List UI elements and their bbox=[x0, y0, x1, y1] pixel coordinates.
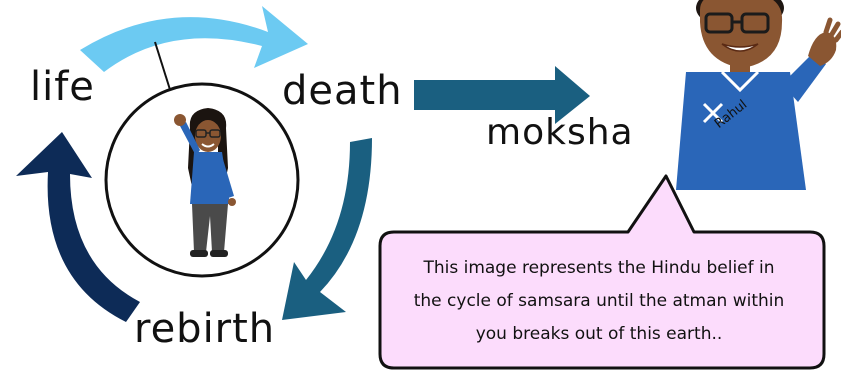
pendulum-line bbox=[155, 42, 172, 96]
speech-bubble-text: This image represents the Hindu belief i… bbox=[384, 252, 814, 351]
speech-line-1: This image represents the Hindu belief i… bbox=[384, 252, 814, 285]
arrow-life-to-death bbox=[80, 6, 308, 72]
speech-line-3: you breaks out of this earth.. bbox=[384, 318, 814, 351]
label-life: life bbox=[30, 64, 95, 110]
label-rebirth: rebirth bbox=[134, 306, 275, 352]
boy-avatar bbox=[676, 0, 841, 190]
label-death: death bbox=[282, 68, 403, 114]
speech-line-2: the cycle of samsara until the atman wit… bbox=[384, 285, 814, 318]
label-moksha: moksha bbox=[486, 112, 634, 153]
